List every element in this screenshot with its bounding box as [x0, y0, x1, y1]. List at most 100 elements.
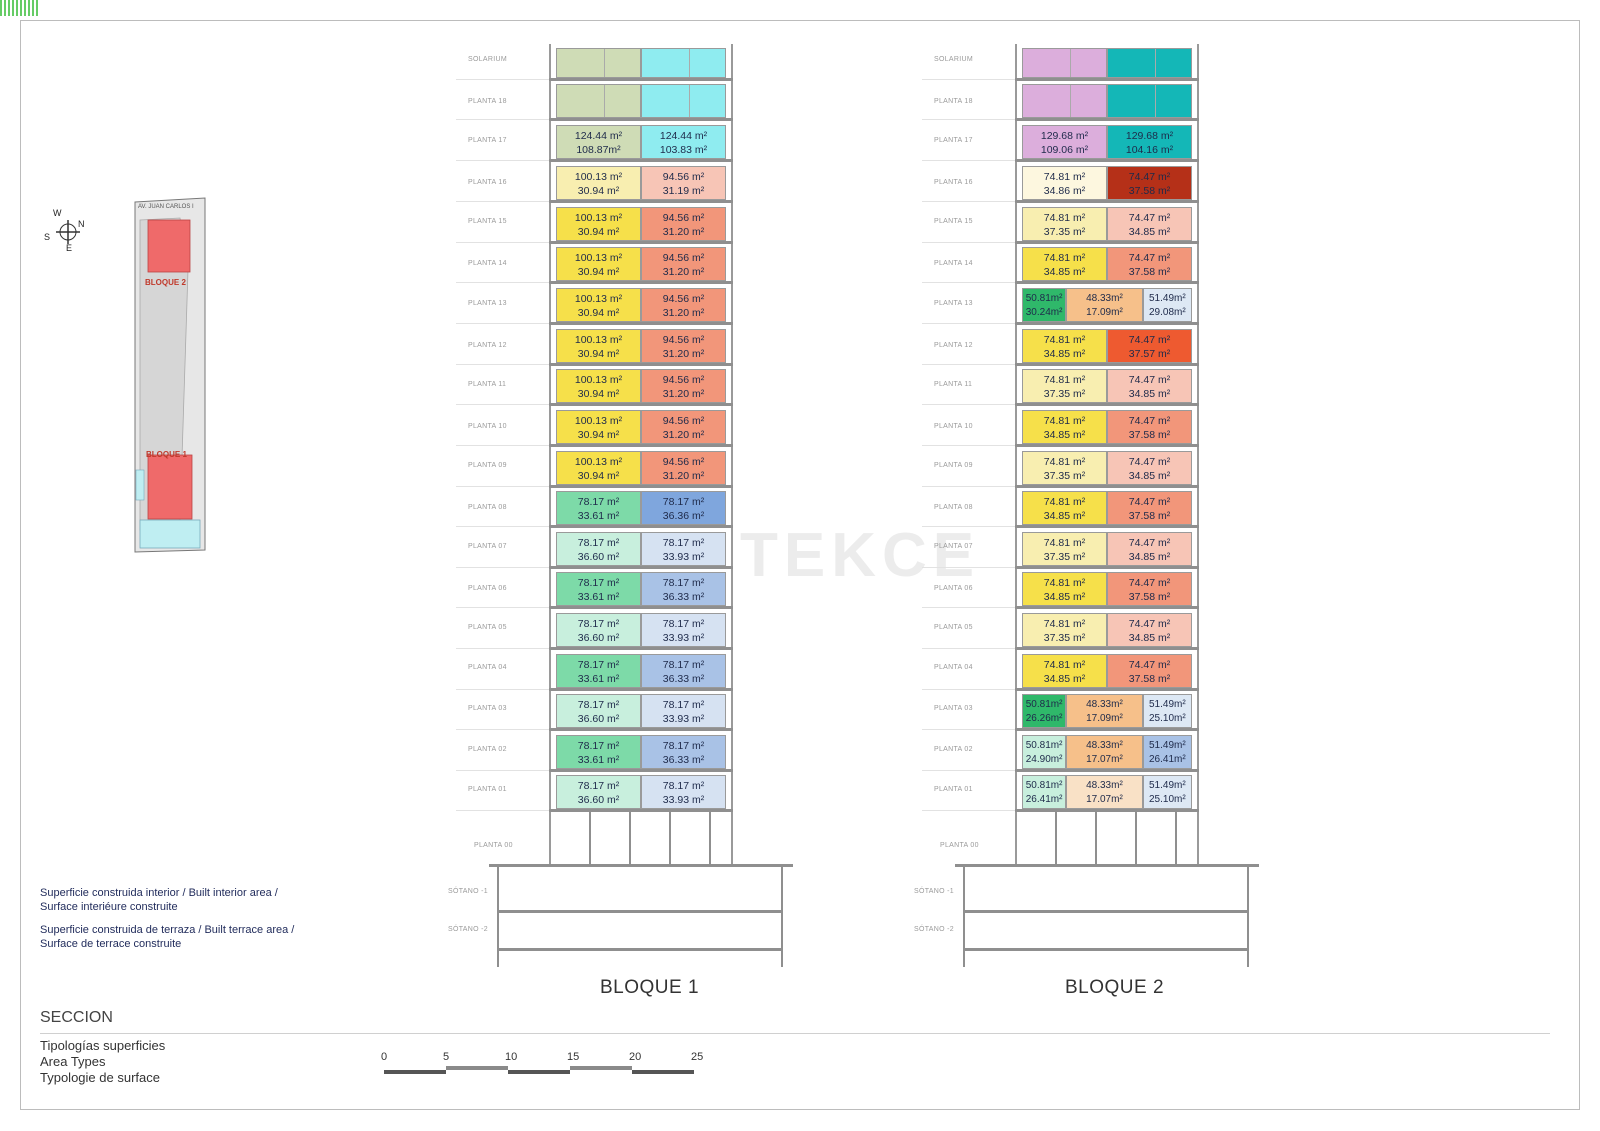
b2-unit-interior-area: 74.47 m² [1128, 577, 1171, 589]
b1-floor-slab [549, 606, 733, 609]
b1-unit-terrace-area: 33.61 m² [577, 754, 620, 766]
b1-floor-label: PLANTA 09 [468, 462, 507, 469]
b1-unit-cell [556, 84, 641, 118]
b2-unit-cell: 51.49m² 25.10m² [1142, 775, 1192, 809]
b2-unit-terrace-area: 26.26m² [1025, 713, 1063, 724]
b2-garden [0, 8, 40, 16]
b1-floor-slab [549, 78, 733, 81]
b2-unit-interior-area: 50.81m² [1025, 293, 1063, 304]
b2-floor-guide [922, 689, 1015, 690]
b2-unit-terrace-area: 17.09m² [1086, 713, 1123, 724]
b2-floor-guide [922, 201, 1015, 202]
b2-unit-terrace-area: 34.85 m² [1043, 591, 1086, 603]
b1-floor-slab [549, 647, 733, 650]
b2-unit-cell [1107, 84, 1192, 118]
b2-unit-interior-area: 51.49m² [1148, 293, 1186, 304]
b1-unit-terrace-area: 31.20 m² [662, 429, 705, 441]
b2-floor-label: PLANTA 18 [934, 98, 973, 105]
b1-unit-terrace-area: 33.61 m² [577, 510, 620, 522]
b2-floor-slab [1015, 200, 1199, 203]
b1-unit-terrace-area: 36.33 m² [662, 754, 705, 766]
b2-unit-terrace-area: 37.58 m² [1128, 185, 1171, 197]
compass-n: N [78, 219, 85, 229]
b2-unit-interior-area: 74.47 m² [1128, 415, 1171, 427]
b1-floor-slab [549, 688, 733, 691]
b1-floor-guide [456, 404, 549, 405]
b2-floor-slab [1015, 322, 1199, 325]
b2-floor-label: PLANTA 09 [934, 462, 973, 469]
scale-segment [570, 1066, 632, 1070]
b2-basement2-slab [965, 948, 1249, 951]
b1-floor-slab [549, 241, 733, 244]
b2-floor-slab [1015, 159, 1199, 162]
b1-unit-terrace-area: 33.93 m² [662, 794, 705, 806]
b1-unit-terrace-area: 31.20 m² [662, 348, 705, 360]
b1-unit-terrace-area: 36.60 m² [577, 713, 620, 725]
b1-basement1-slab [499, 910, 783, 913]
b2-unit-terrace-area: 37.35 m² [1043, 551, 1086, 563]
b1-unit-interior-area: 78.17 m² [577, 496, 620, 508]
b1-unit-terrace-area: 30.94 m² [577, 226, 620, 238]
b2-unit-interior-area: 74.81 m² [1043, 415, 1086, 427]
b1-floor-guide [456, 486, 549, 487]
b2-floor-slab [1015, 444, 1199, 447]
scale-tick-label: 10 [505, 1051, 518, 1063]
b2-floor-guide [922, 526, 1015, 527]
b1-unit-terrace-area: 30.94 m² [577, 429, 620, 441]
b1-floor-slab [549, 525, 733, 528]
b2-floor-slab [1015, 403, 1199, 406]
b2-unit-interior-area: 74.81 m² [1043, 212, 1086, 224]
b2-unit-interior-area: 74.81 m² [1043, 618, 1086, 630]
b2-unit-terrace-area: 25.10m² [1148, 794, 1186, 805]
b1-floor-slab [549, 200, 733, 203]
b1-unit-terrace-area: 31.19 m² [662, 185, 705, 197]
b2-unit-interior-area: 74.81 m² [1043, 659, 1086, 671]
b1-unit-interior-area: 94.56 m² [662, 456, 705, 468]
b2-floor-slab [1015, 78, 1199, 81]
scale-segment [384, 1070, 446, 1074]
b2-basement2-label: SÓTANO -2 [914, 926, 954, 933]
b2-unit-interior-area: 51.49m² [1148, 780, 1186, 791]
b1-floor-guide [456, 364, 549, 365]
b1-unit-terrace-area: 30.94 m² [577, 266, 620, 278]
b2-unit-terrace-area: 17.07m² [1086, 794, 1123, 805]
b1-unit-terrace-area: 31.20 m² [662, 388, 705, 400]
b1-ground-label: PLANTA 00 [474, 842, 513, 849]
b1-floor-guide [456, 607, 549, 608]
b1-unit-interior-area: 78.17 m² [662, 537, 705, 549]
b1-unit-terrace-area: 36.36 m² [662, 510, 705, 522]
b2-unit-interior-area: 129.68 m² [1125, 130, 1174, 142]
b2-unit-interior-area: 129.68 m² [1040, 130, 1089, 142]
b1-floor-guide [456, 242, 549, 243]
b2-unit-terrace-area: 26.41m² [1148, 754, 1186, 765]
b1-unit-interior-area: 94.56 m² [662, 415, 705, 427]
b2-floor-label: PLANTA 10 [934, 423, 973, 430]
b1-unit-terrace-area: 33.93 m² [662, 713, 705, 725]
b2-floor-label: PLANTA 06 [934, 585, 973, 592]
b1-unit-interior-area: 78.17 m² [662, 496, 705, 508]
watermark: TEKCE [740, 521, 981, 590]
b2-floor-slab [1015, 281, 1199, 284]
b1-unit-terrace-area: 36.60 m² [577, 551, 620, 563]
b1-floor-label: PLANTA 14 [468, 260, 507, 267]
b1-unit-terrace-area: 31.20 m² [662, 307, 705, 319]
b1-floor-slab [549, 363, 733, 366]
b2-unit-interior-area: 74.81 m² [1043, 537, 1086, 549]
b1-floor-guide [456, 567, 549, 568]
b2-floor-label: PLANTA 14 [934, 260, 973, 267]
